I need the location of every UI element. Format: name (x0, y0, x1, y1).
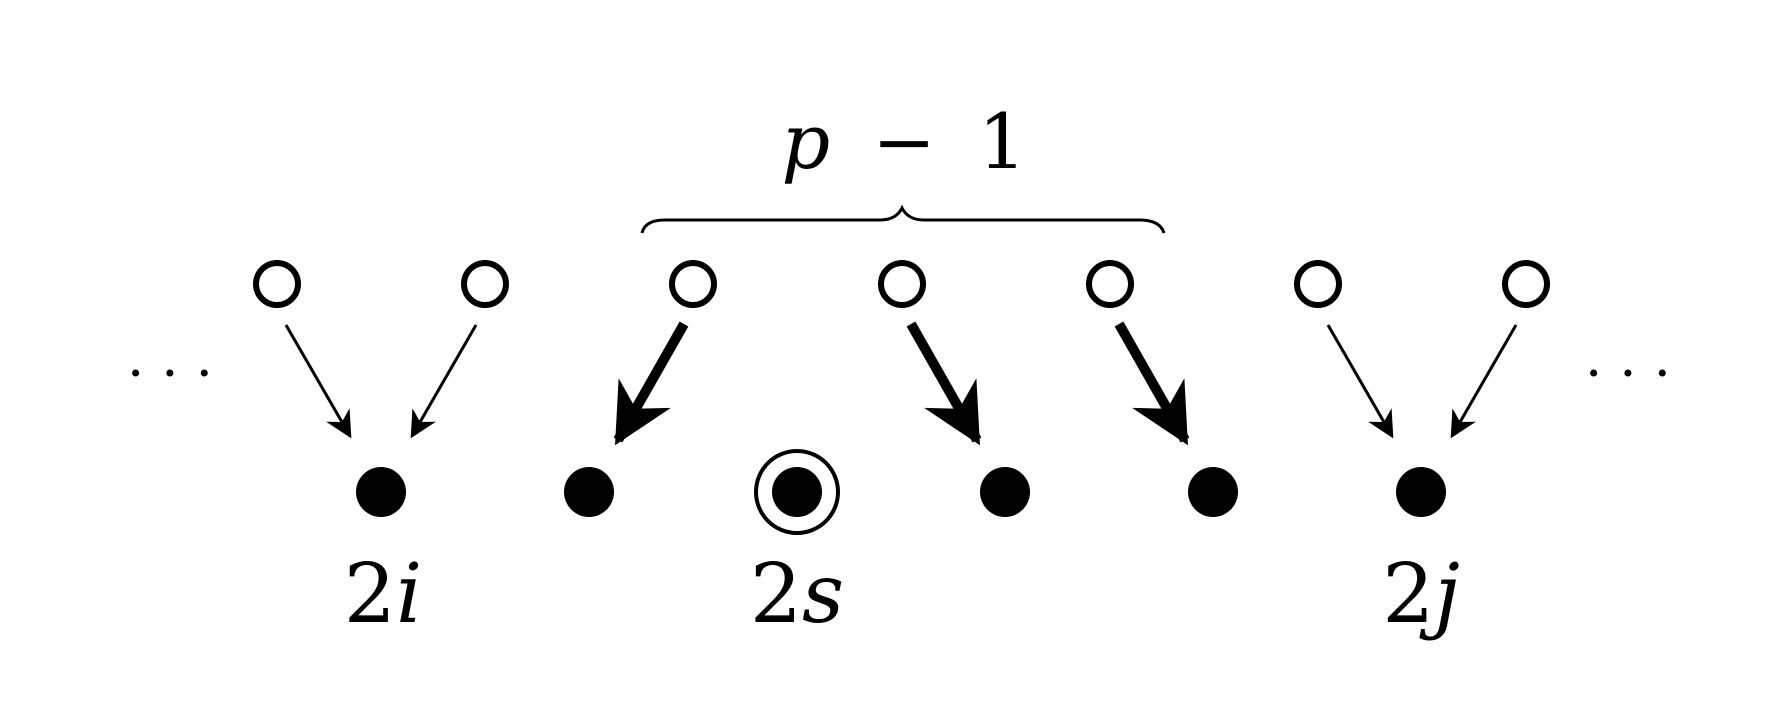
thick-arrows (613, 321, 1190, 446)
thick-arrow-1 (613, 321, 689, 446)
bottom-node-row (356, 449, 1446, 535)
label-2j: 2j (1382, 547, 1460, 642)
brace-label-var: p (781, 97, 830, 186)
marked-node-outer-ring (754, 449, 840, 535)
thick-arrow-2 (906, 321, 982, 446)
label-2s-var: s (802, 547, 844, 642)
filled-node-2j (1396, 467, 1446, 517)
label-2i: 2i (344, 547, 422, 642)
label-2s: 2s (750, 547, 844, 642)
thick-arrow-3 (1114, 321, 1190, 446)
hollow-node-7 (1502, 260, 1550, 308)
hollow-node-5 (1086, 260, 1134, 308)
hollow-node-1 (253, 260, 301, 308)
left-ellipsis: · · · (127, 342, 213, 405)
hollow-node-3 (669, 260, 717, 308)
hollow-node-2 (461, 260, 509, 308)
label-2i-var: i (396, 547, 422, 642)
brace-label: p − 1 (781, 97, 1026, 186)
filled-node-2i (356, 467, 406, 517)
thin-arrow-1 (284, 324, 352, 439)
thin-arrow-4 (1450, 324, 1518, 439)
thin-arrows (284, 324, 1518, 439)
top-node-row (253, 260, 1550, 308)
brace-group: p − 1 (640, 97, 1166, 234)
brace-label-op: − (872, 97, 936, 186)
filled-node-2 (564, 467, 614, 517)
label-2i-num: 2 (344, 547, 396, 642)
brace-label-num: 1 (978, 97, 1026, 186)
label-2s-num: 2 (750, 547, 802, 642)
thin-arrow-2 (410, 324, 478, 439)
hollow-node-4 (878, 260, 926, 308)
top-brace (640, 204, 1166, 234)
thin-arrow-3 (1326, 324, 1394, 439)
marked-node-core (772, 467, 822, 517)
filled-node-5 (1188, 467, 1238, 517)
label-2j-num: 2 (1382, 547, 1434, 642)
marked-node-2s (754, 449, 840, 535)
right-ellipsis: · · · (1585, 342, 1671, 405)
hollow-node-6 (1294, 260, 1342, 308)
filled-node-4 (980, 467, 1030, 517)
